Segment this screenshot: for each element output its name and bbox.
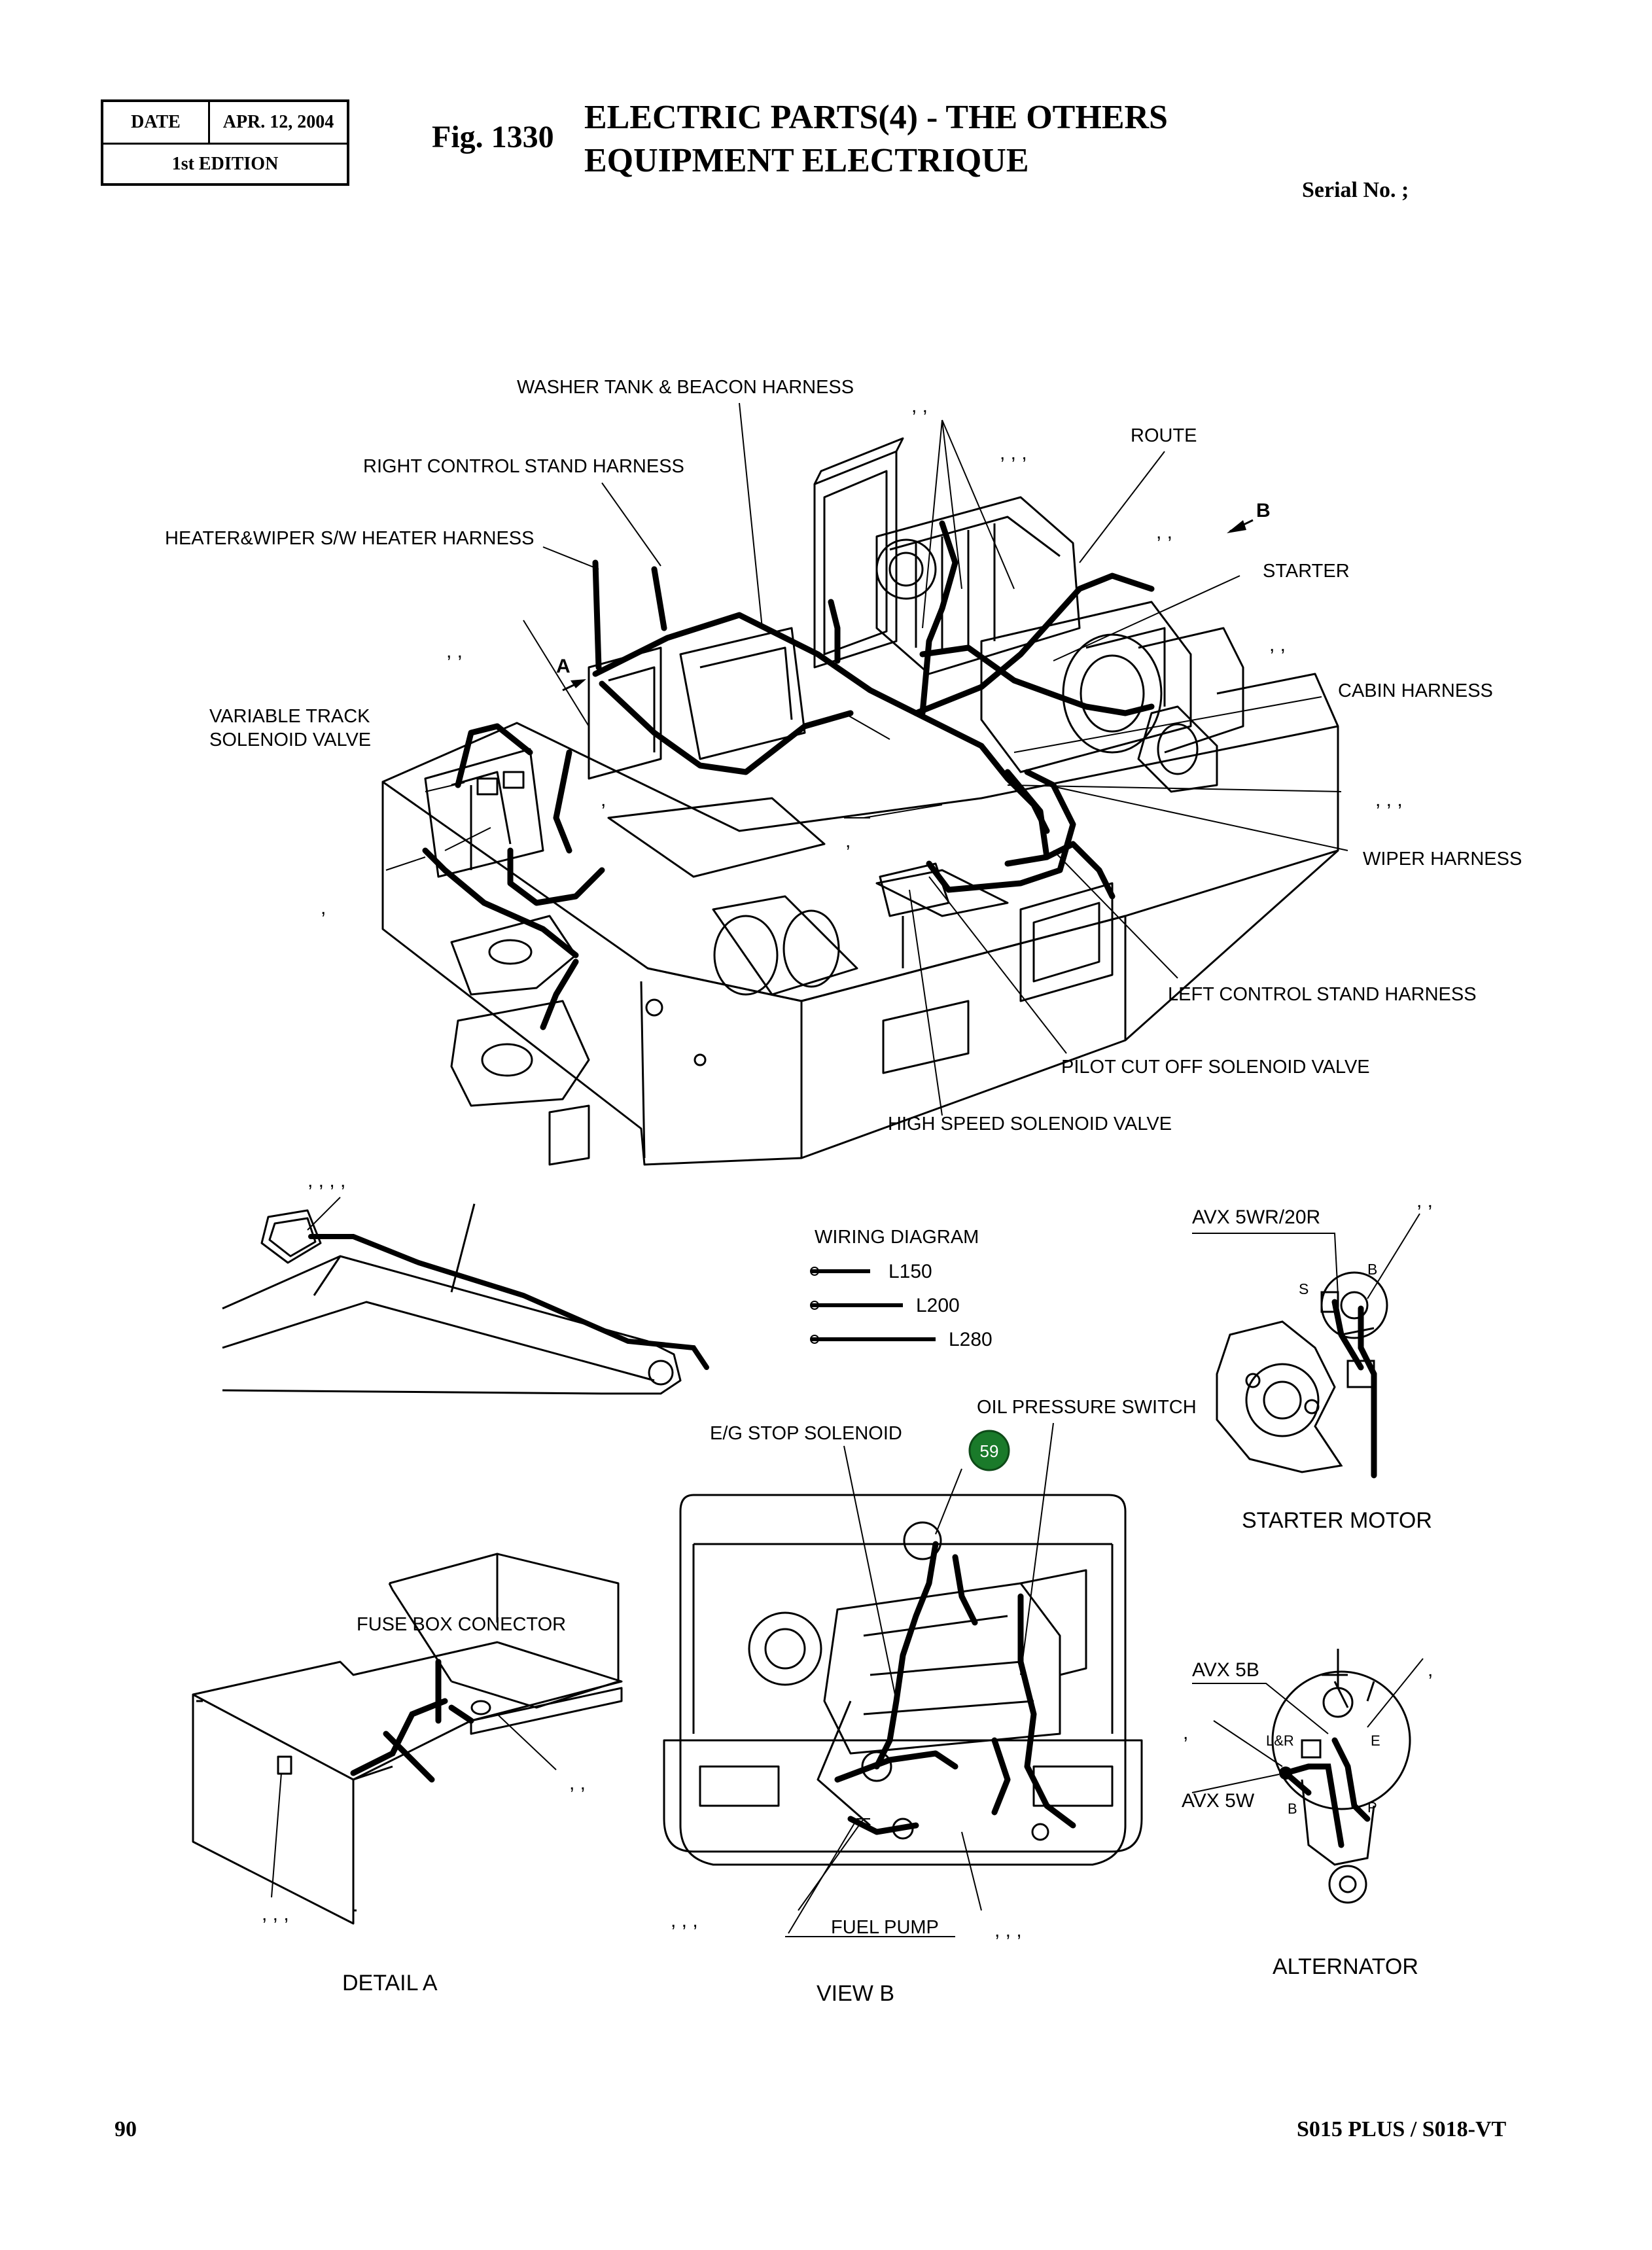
- label-starter-motor: STARTER MOTOR: [1242, 1508, 1432, 1533]
- detail-a-harness: [350, 1659, 474, 1783]
- label-heater-wiper: HEATER&WIPER S/W HEATER HARNESS: [165, 528, 535, 549]
- legend-title: WIRING DIAGRAM: [815, 1227, 979, 1248]
- label-view-b: VIEW B: [817, 1981, 894, 2006]
- arrow-b-label: B: [1256, 500, 1271, 521]
- label-terminal-b: B: [1367, 1261, 1377, 1278]
- alternator-drawing: [1271, 1649, 1411, 1904]
- edition-label: 1st EDITION: [171, 153, 279, 174]
- label-avx-5w: AVX 5W: [1182, 1790, 1255, 1812]
- starter-motor-wiring: [1331, 1299, 1377, 1479]
- label-wiper-harness: WIPER HARNESS: [1363, 849, 1522, 870]
- upper-frame-drawing: [381, 437, 1339, 1166]
- label-starter: STARTER: [1263, 561, 1350, 582]
- date-label: DATE: [103, 102, 210, 143]
- model-name: S015 PLUS / S018-VT: [1297, 2117, 1507, 2141]
- ref-commas-6: , , ,: [1375, 789, 1403, 811]
- label-terminal-b-alt: B: [1288, 1801, 1297, 1817]
- label-terminal-p: P: [1367, 1799, 1377, 1816]
- label-terminal-e: E: [1371, 1732, 1380, 1749]
- label-eg-stop: E/G STOP SOLENOID: [710, 1423, 902, 1444]
- label-terminal-s: S: [1299, 1280, 1309, 1297]
- wiring-legend: WIRING DIAGRAM L150 L200 L280: [810, 1227, 993, 1350]
- label-avx-5wr: AVX 5WR/20R: [1192, 1206, 1320, 1228]
- label-left-control: LEFT CONTROL STAND HARNESS: [1168, 984, 1477, 1005]
- date-edition-box: DATE APR. 12, 2004 1st EDITION: [101, 99, 349, 186]
- ref-commas-5: , ,: [1269, 634, 1286, 656]
- starter-motor-leaders: [1192, 1213, 1420, 1299]
- ref-commas-11: , ,: [1416, 1190, 1433, 1212]
- page-number: 90: [114, 2117, 137, 2141]
- part-badge: 59: [968, 1430, 1010, 1471]
- legend-l150: L150: [810, 1261, 932, 1282]
- arrow-b: B: [1227, 500, 1271, 533]
- label-terminal-lr: L&R: [1266, 1732, 1294, 1749]
- main-callouts: [385, 402, 1348, 1116]
- serial-number-label: Serial No. ;: [1302, 178, 1409, 202]
- label-alternator: ALTERNATOR: [1273, 1954, 1418, 1979]
- ref-commas-1: , ,: [911, 395, 928, 417]
- ref-commas-13: ,: [1183, 1722, 1188, 1744]
- date-value: APR. 12, 2004: [222, 112, 334, 132]
- arrow-a-label: A: [556, 656, 571, 677]
- date-row: DATE APR. 12, 2004: [103, 102, 347, 145]
- viewb-leaders-top: [843, 1422, 1054, 1702]
- ref-commas-4: , ,: [446, 641, 463, 662]
- legend-l280: L280: [810, 1329, 993, 1350]
- alternator-leaders: [1191, 1658, 1424, 1793]
- ref-commas-14: , ,: [569, 1772, 586, 1794]
- ref-commas-7: ,: [601, 789, 606, 811]
- label-route: ROUTE: [1131, 425, 1197, 446]
- label-cabin-harness: CABIN HARNESS: [1338, 680, 1493, 701]
- detail-a-leaders: [271, 1714, 557, 1898]
- ref-commas-17: , , ,: [994, 1920, 1022, 1941]
- legend-l200: L200: [810, 1295, 960, 1316]
- label-variable-track-1: VARIABLE TRACK: [209, 706, 370, 727]
- ref-commas-3: , ,: [1156, 521, 1172, 543]
- starter-motor-drawing: [1216, 1271, 1388, 1473]
- part-badge-number: 59: [980, 1441, 999, 1461]
- label-fuel-pump: FUEL PUMP: [831, 1917, 939, 1938]
- ref-commas-16: , , ,: [671, 1910, 698, 1931]
- label-pilot-cut: PILOT CUT OFF SOLENOID VALVE: [1061, 1057, 1370, 1078]
- boom-harness: [308, 1234, 709, 1370]
- label-variable-track-2: SOLENOID VALVE: [209, 729, 371, 750]
- legend-l200-label: L200: [916, 1295, 960, 1316]
- legend-l280-label: L280: [949, 1329, 993, 1350]
- label-oil-pressure: OIL PRESSURE SWITCH: [977, 1397, 1197, 1418]
- ref-commas-12: ,: [1428, 1659, 1433, 1681]
- ref-commas-8: ,: [845, 830, 851, 852]
- figure-number: Fig. 1330: [432, 120, 554, 154]
- label-high-speed: HIGH SPEED SOLENOID VALVE: [888, 1114, 1172, 1134]
- detail-a-drawing: [192, 1553, 623, 1925]
- ref-commas-15: , , ,: [262, 1903, 289, 1925]
- label-right-control: RIGHT CONTROL STAND HARNESS: [363, 456, 684, 477]
- boom-drawing: [222, 1203, 682, 1395]
- ref-commas-2: , , ,: [1000, 442, 1027, 464]
- label-fuse-box: FUSE BOX CONECTOR: [357, 1614, 566, 1635]
- page-title: ELECTRIC PARTS(4) - THE OTHERS: [584, 99, 1168, 136]
- legend-l150-label: L150: [888, 1261, 932, 1282]
- ref-commas-9: ,: [321, 897, 326, 919]
- view-b-leaders: [785, 1818, 982, 1937]
- page-subtitle: EQUIPMENT ELECTRIQUE: [584, 142, 1029, 179]
- view-b-harness: [834, 1541, 1076, 1835]
- ref-commas-10: , , , ,: [308, 1170, 345, 1191]
- view-b-drawing: [663, 1494, 1143, 1866]
- main-harness-routing: [422, 520, 1155, 1030]
- label-avx-5b: AVX 5B: [1192, 1659, 1259, 1681]
- arrow-a: A: [556, 656, 586, 692]
- label-detail-a: DETAIL A: [342, 1971, 438, 1995]
- label-washer-tank: WASHER TANK & BEACON HARNESS: [517, 377, 854, 398]
